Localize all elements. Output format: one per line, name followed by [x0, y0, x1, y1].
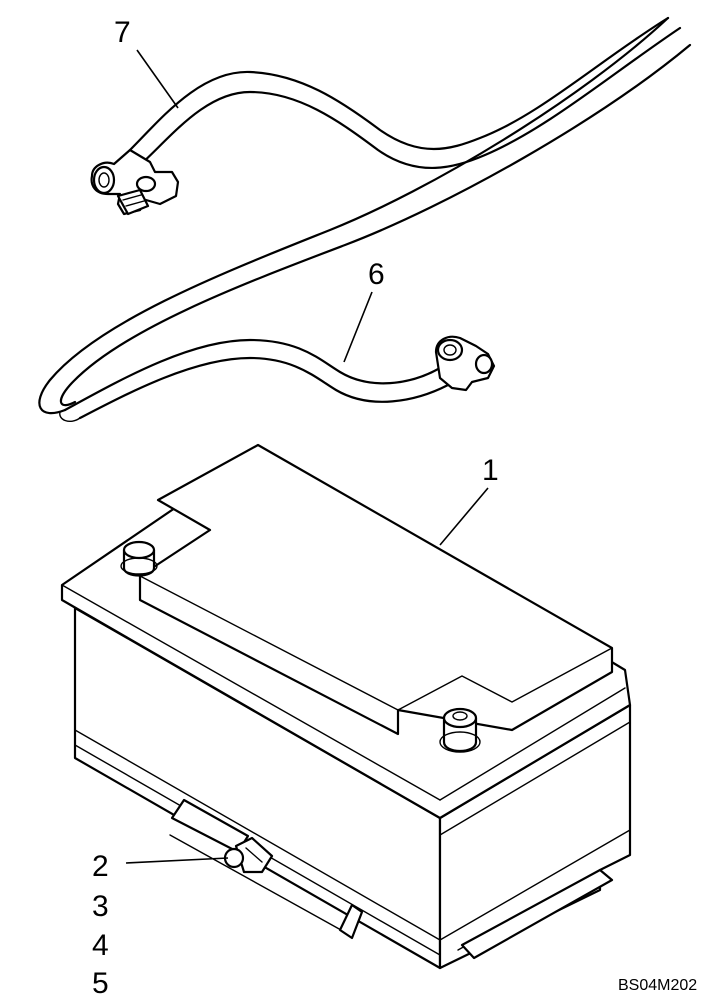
battery-terminal-post-negative — [439, 707, 481, 753]
positive-cable — [38, 16, 692, 422]
callout-2: 2 — [92, 850, 109, 883]
drawing-id: BS04M202 — [618, 977, 697, 994]
battery-terminal-post-positive — [120, 540, 158, 577]
callout-4: 4 — [92, 929, 109, 962]
callout-7: 7 — [114, 16, 131, 49]
negative-terminal-clamp — [434, 335, 496, 392]
negative-cable — [63, 335, 496, 420]
leader-line-1 — [439, 487, 489, 546]
callout-5: 5 — [92, 967, 109, 1000]
callout-1: 1 — [482, 454, 499, 487]
positive-terminal-clamp — [90, 148, 180, 216]
leader-line-7 — [136, 49, 179, 109]
battery — [60, 443, 632, 970]
leader-line-2 — [125, 857, 229, 864]
leader-line-6 — [343, 291, 373, 363]
callout-3: 3 — [92, 890, 109, 923]
callout-6: 6 — [368, 258, 385, 291]
